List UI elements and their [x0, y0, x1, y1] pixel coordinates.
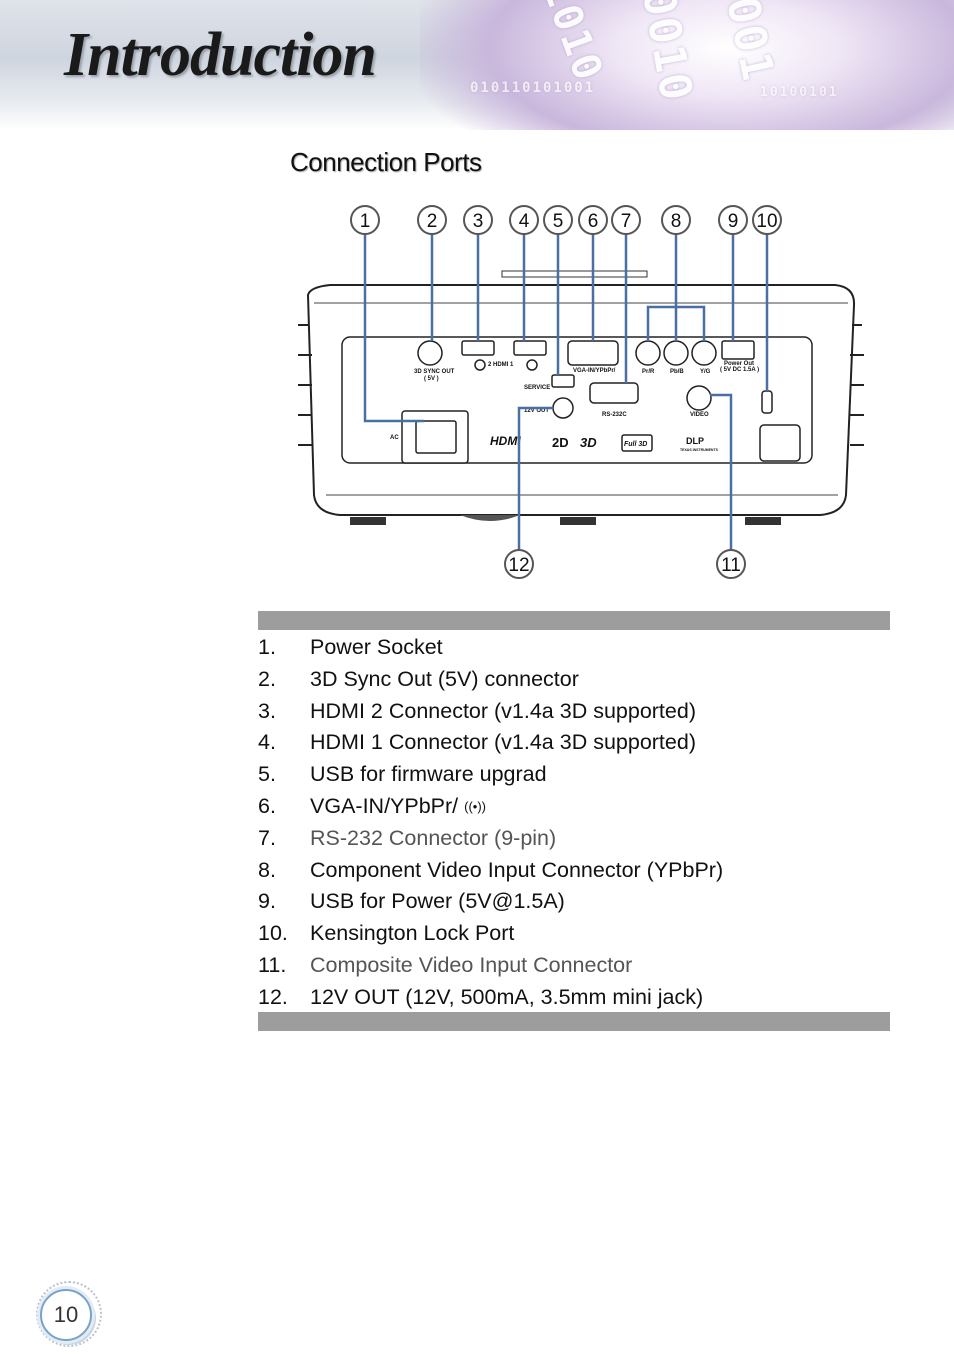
logo-2d: 2D: [552, 435, 569, 450]
list-item: 2.3D Sync Out (5V) connector: [258, 666, 579, 691]
callout-number: 7: [621, 211, 632, 232]
list-item: 11.Composite Video Input Connector: [258, 952, 633, 977]
dlp-logo: DLP: [686, 436, 704, 446]
panel-label: 2 HDMI 1: [488, 362, 514, 368]
binary-decoration: 010110101001: [470, 80, 596, 96]
panel-label: ( 5V DC 1.5A ): [720, 367, 759, 373]
projector-body: [298, 270, 864, 525]
ti-logo: TEXAS INSTRUMENTS: [680, 448, 719, 452]
list-item: 8.Component Video Input Connector (YPbPr…: [258, 857, 724, 882]
panel-labels: 3D SYNC OUT ( 5V ) 2 HDMI 1 VGA-IN/YPbPr…: [390, 361, 759, 452]
section-title: Connection Ports: [290, 147, 482, 177]
callout-number: 12: [508, 555, 529, 576]
projector-rear-panel-diagram: 3D SYNC OUT ( 5V ) 2 HDMI 1 VGA-IN/YPbPr…: [298, 205, 864, 579]
page-title: Introduction: [64, 21, 377, 89]
callout-number: 2: [427, 211, 438, 232]
callout-number: 9: [728, 211, 739, 232]
callout-number: 1: [360, 211, 371, 232]
panel-label: AC: [390, 435, 399, 441]
callout-leader-lines: [363, 233, 769, 550]
panel-label: Y/G: [700, 369, 711, 375]
hdmi-logo: HDMI: [490, 434, 521, 448]
panel-label: RS-232C: [602, 412, 627, 418]
list-item: 3.HDMI 2 Connector (v1.4a 3D supported): [258, 698, 696, 723]
panel-label: 12V OUT: [524, 408, 549, 414]
page-number-ring: [36, 1281, 102, 1347]
panel-label: Pb/B: [670, 369, 684, 375]
panel-label: SERVICE: [524, 385, 550, 391]
list-bottom-bar: [258, 1012, 890, 1031]
panel-label: VGA-IN/YPbPr/: [573, 368, 616, 374]
callout-number: 11: [721, 555, 741, 576]
list-item: 12.12V OUT (12V, 500mA, 3.5mm mini jack): [258, 984, 704, 1009]
callout-number: 6: [588, 211, 599, 232]
callout-numbers: 1 2 3 4 5 6 7 8 9 10 11 12: [360, 211, 778, 576]
list-item: 4.HDMI 1 Connector (v1.4a 3D supported): [258, 730, 696, 755]
page-number: 10: [40, 1289, 92, 1341]
panel-label: VIDEO: [690, 412, 709, 418]
list-item: 7.RS-232 Connector (9-pin): [258, 825, 557, 850]
header-glow: [420, 0, 954, 130]
callout-number: 3: [473, 211, 484, 232]
panel-label: 3D SYNC OUT: [414, 369, 455, 375]
port-graphics: [401, 340, 801, 464]
panel-label: Power Out: [724, 361, 754, 367]
list-item: 1.Power Socket: [258, 635, 443, 659]
list-item: 9.USB for Power (5V@1.5A): [258, 889, 565, 914]
list-item: 5.USB for firmware upgrad: [258, 762, 547, 787]
panel-label: ( 5V ): [424, 376, 439, 382]
list-item: 10.Kensington Lock Port: [258, 921, 515, 946]
port-list: 1.Power Socket 2.3D Sync Out (5V) connec…: [258, 632, 890, 1014]
list-top-bar: [258, 611, 890, 630]
list-item: 6.VGA-IN/YPbPr/ ((•)): [258, 791, 890, 823]
callout-number: 4: [519, 211, 530, 232]
logo-3d: 3D: [580, 435, 597, 450]
full3d-logo: Full 3D: [624, 441, 647, 448]
callout-markers: [350, 205, 782, 579]
callout-number: 5: [553, 211, 564, 232]
panel-label: Pr/R: [642, 369, 655, 375]
callout-number: 8: [671, 211, 682, 232]
binary-decoration: 10100101: [760, 85, 839, 100]
callout-number: 10: [756, 211, 777, 232]
wireless-icon: ((•)): [464, 798, 487, 814]
header-banner: 1010 0010 1001 010110101001 10100101 Int…: [0, 0, 954, 130]
